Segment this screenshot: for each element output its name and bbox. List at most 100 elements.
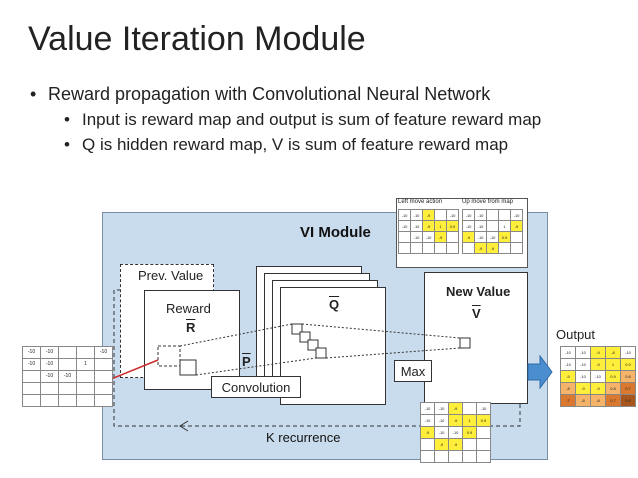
table-cell [22, 394, 41, 407]
table-cell: -9 [448, 438, 463, 451]
table-row: -9-9 [420, 438, 491, 451]
proj-line-3 [179, 323, 293, 347]
table-row: -10-10-9-10 [398, 209, 459, 221]
p-bar-label: P [242, 354, 251, 369]
table-cell: -9 [590, 346, 606, 359]
table-cell [398, 231, 411, 243]
table-cell: -10 [398, 220, 411, 232]
table-cell [76, 382, 95, 395]
table-cell: 0.8 [620, 370, 636, 383]
table-cell: -10 [575, 370, 591, 383]
table-cell [498, 209, 511, 221]
table-cell [94, 382, 113, 395]
table-cell: 0.9 [620, 358, 636, 371]
table-cell: -8 [560, 382, 576, 395]
table-cell: -10 [422, 231, 435, 243]
table-cell: -9 [590, 382, 606, 395]
table-cell: -9 [422, 209, 435, 221]
table-cell: -10 [94, 346, 113, 359]
table-cell [486, 209, 499, 221]
table-cell: -10 [448, 426, 463, 439]
table-cell: -9 [575, 382, 591, 395]
table-cell: -10 [410, 209, 423, 221]
table-cell: 1 [462, 414, 477, 427]
k-recurrence-label: K recurrence [266, 430, 341, 445]
table-cell: 0.9 [476, 414, 491, 427]
max-label: Max [394, 360, 432, 382]
table-cell [40, 382, 59, 395]
table-cell: 0.9 [498, 231, 511, 243]
table-cell: -10 [486, 231, 499, 243]
table-row [22, 394, 113, 407]
table-cell: 0.6 [620, 394, 636, 407]
q-kernel-3 [307, 339, 319, 351]
table-cell: -8 [575, 394, 591, 407]
table-cell: -10 [560, 358, 576, 371]
table-row: -9-9 [462, 242, 523, 254]
table-cell: -10 [620, 346, 636, 359]
table-cell [58, 382, 77, 395]
table-cell: -9 [474, 242, 487, 254]
table-row [22, 382, 113, 395]
r-bar-label: R [186, 320, 196, 335]
table-cell: -10 [22, 346, 41, 359]
table-cell [420, 450, 435, 463]
table-cell: -10 [462, 220, 475, 232]
table-cell: -9 [448, 414, 463, 427]
q-kernel-2 [299, 331, 311, 343]
table-cell: 1 [434, 220, 447, 232]
table-cell [58, 358, 77, 371]
table-cell: -10 [575, 358, 591, 371]
table-cell [476, 438, 491, 451]
table-row: -10-10-9 [398, 231, 459, 243]
new-value-box [424, 272, 528, 404]
table-cell [476, 450, 491, 463]
table-cell: -10 [410, 231, 423, 243]
table-cell: -10 [398, 209, 411, 221]
table-cell: 1 [76, 358, 95, 371]
table-cell: -10 [590, 370, 606, 383]
vi-module-title: VI Module [300, 224, 371, 241]
bullet-1: Reward propagation with Convolutional Ne… [30, 84, 490, 105]
table-cell [446, 231, 459, 243]
table-cell: -9 [434, 231, 447, 243]
table-cell: -10 [22, 358, 41, 371]
k-recurrence-arrowhead [179, 420, 189, 432]
table-cell: -9 [422, 220, 435, 232]
table-row: -10-10 [22, 370, 113, 383]
reward-kernel-solid [179, 359, 197, 376]
table-row: -10-10-9-8-10 [560, 346, 636, 359]
table-cell [94, 394, 113, 407]
q-kernel-1 [291, 323, 303, 335]
table-cell: -10 [474, 209, 487, 221]
table-cell: -9 [462, 231, 475, 243]
table-cell: -10 [40, 346, 59, 359]
table-cell: -10 [474, 231, 487, 243]
table-cell [486, 220, 499, 232]
table-cell [498, 242, 511, 254]
table-cell [434, 242, 447, 254]
table-cell [462, 438, 477, 451]
table-cell [76, 370, 95, 383]
table-cell: 0.8 [605, 382, 621, 395]
table-cell: -8 [605, 346, 621, 359]
table-cell: 0.7 [620, 382, 636, 395]
table-cell: 0.9 [446, 220, 459, 232]
output-arrow [527, 354, 553, 390]
table-row: -10-10-10 [462, 209, 523, 221]
table-cell: 0.7 [605, 394, 621, 407]
table-cell [434, 209, 447, 221]
table-cell: -10 [434, 426, 449, 439]
table-cell: -10 [40, 370, 59, 383]
proj-line-4 [195, 357, 317, 376]
proj-line-1 [301, 323, 461, 339]
